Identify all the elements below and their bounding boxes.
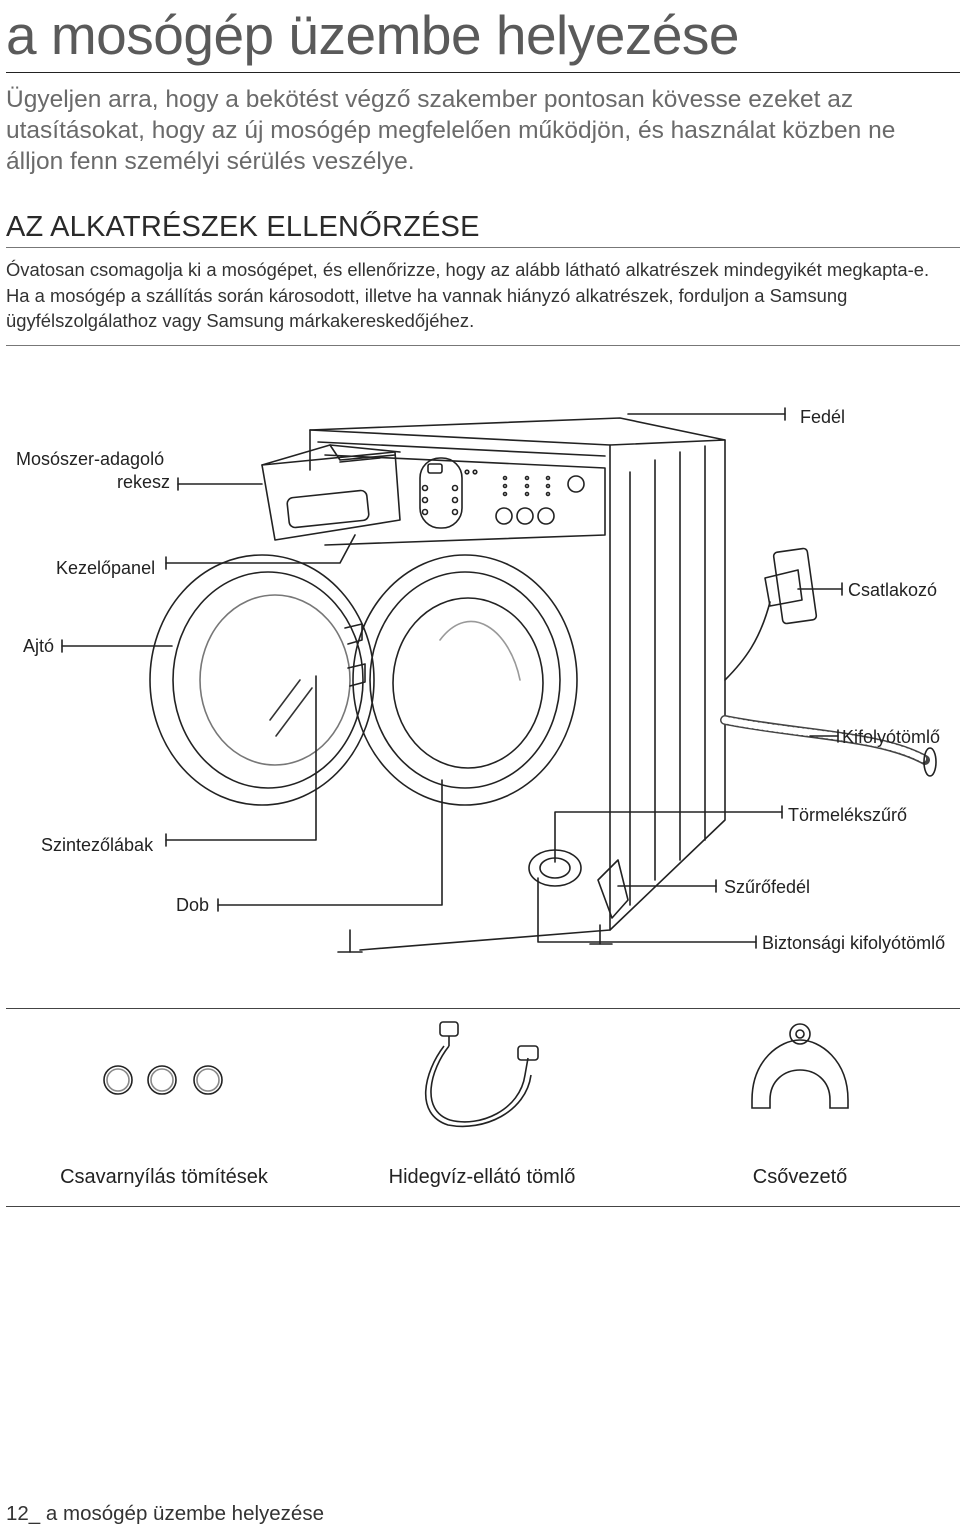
accessory-label-0: Csavarnyílás tömítések [60,1166,268,1188]
label-biztonsagi-kifolyotomlo: Biztonsági kifolyótömlő [762,933,946,953]
accessory-label-2: Csővezető [752,1166,848,1188]
accessories-bottom-divider [6,1206,960,1207]
label-dob: Dob [176,895,210,915]
cold-water-hose-icon [424,1021,539,1128]
page-title: a mosógép üzembe helyezése [6,4,740,66]
section-body: Óvatosan csomagolja ki a mosógépet, és e… [6,259,930,331]
accessories-illustrations [103,1021,849,1128]
washing-machine-diagram: Fedél Mosószer-adagoló rekesz Kezelőpane… [0,390,960,970]
accessory-label-1: Hidegvíz-ellátó tömlő [388,1166,576,1188]
label-kezelopanel: Kezelőpanel [56,558,156,578]
label-csatlakozo: Csatlakozó [848,580,938,600]
footer-page-number: 12_ [6,1502,41,1525]
intro-paragraph: Ügyeljen arra, hogy a bekötést végző sza… [6,86,896,175]
body-divider [6,345,960,346]
bolt-hole-caps-icon [103,1065,223,1095]
label-fedel: Fedél [800,407,846,427]
label-ajto: Ajtó [23,636,55,656]
label-mososzer-line2: rekesz [117,472,171,492]
label-tormelekszuro: Törmelékszűrő [788,805,908,825]
accessories-top-divider [6,1008,960,1009]
hose-guide-icon [751,1023,849,1109]
section-divider [6,247,960,248]
section-heading: AZ ALKATRÉSZEK ELLENŐRZÉSE [6,211,480,243]
washing-machine-illustration [61,407,937,953]
label-mososzer-line1: Mosószer-adagoló [16,449,165,469]
footer-text: a mosógép üzembe helyezése [45,1502,324,1525]
label-szurofedel: Szűrőfedél [724,877,811,897]
label-szintezolabak: Szintezőlábak [41,835,154,855]
title-divider [6,72,960,73]
label-kifolyotomlo: Kifolyótömlő [842,727,941,747]
page-footer: 12_ a mosógép üzembe helyezése [6,1502,324,1526]
